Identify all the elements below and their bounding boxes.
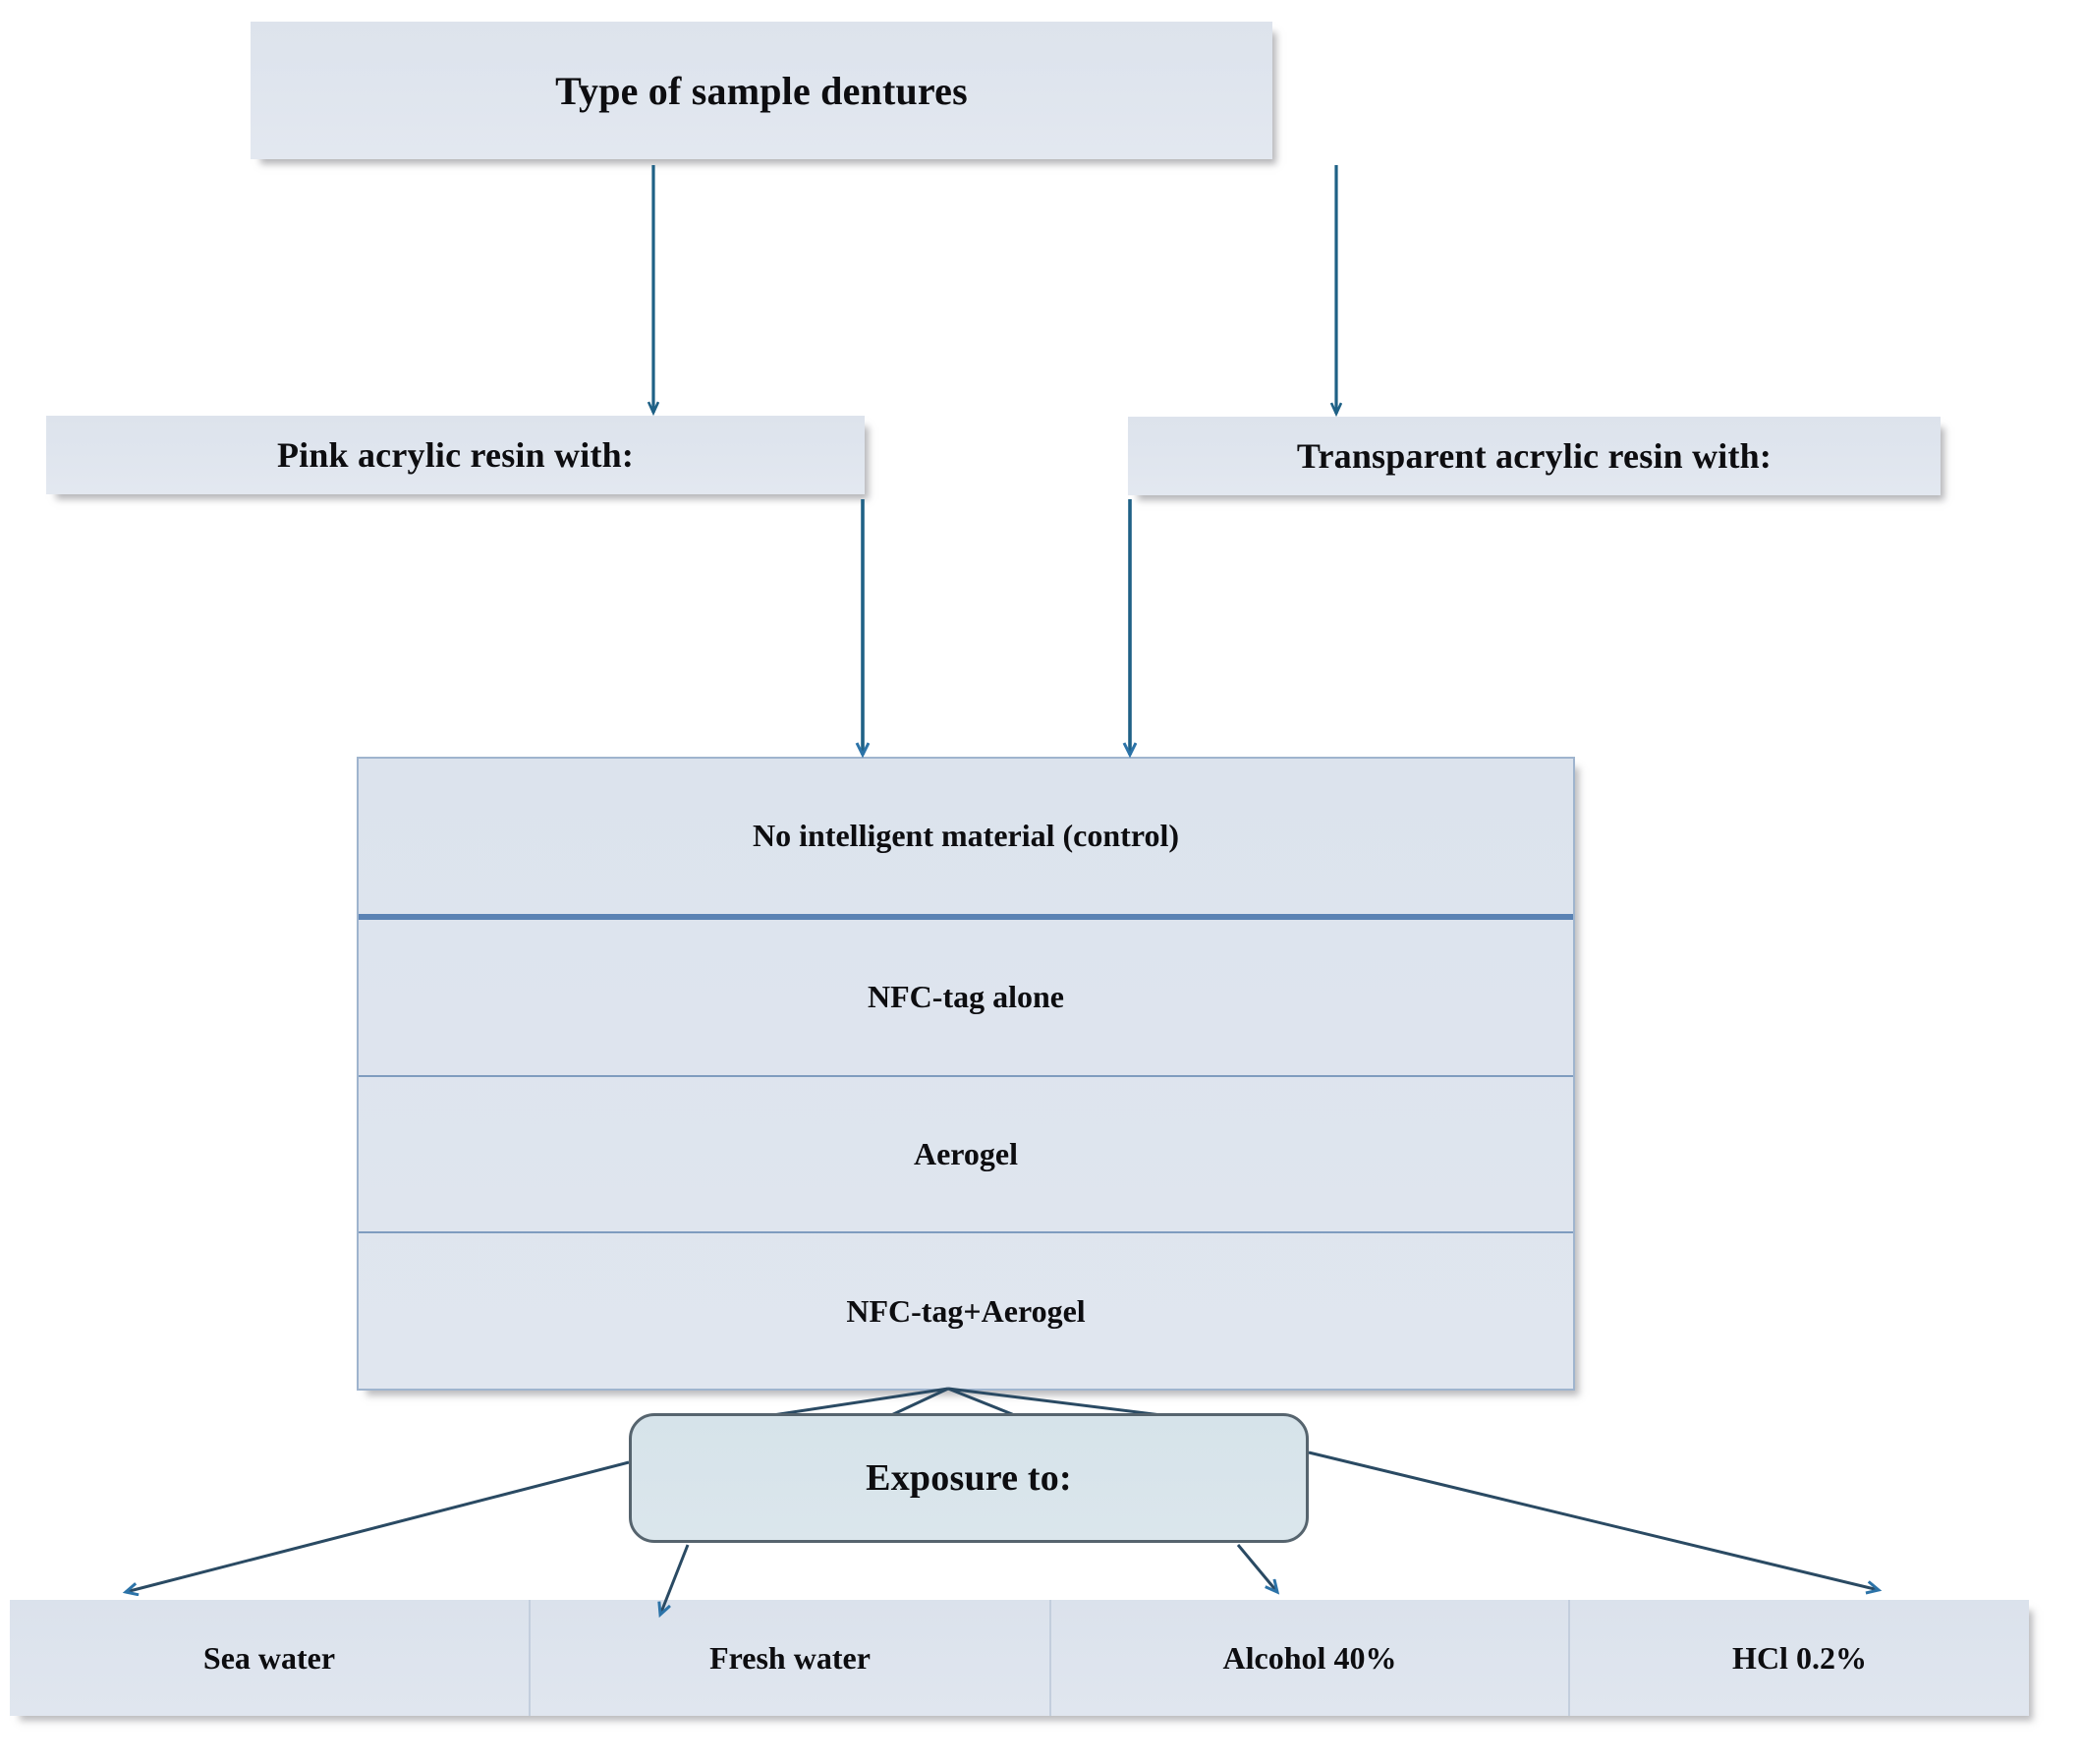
arrow-exposure-to-alcohol	[1236, 1544, 1277, 1592]
material-group-label-1: NFC-tag alone	[868, 979, 1064, 1015]
node-pink-acrylic-resin[interactable]: Pink acrylic resin with:	[46, 416, 865, 494]
title-box-label: Type of sample dentures	[555, 68, 968, 113]
exposure-media-row: Sea water Fresh water Alcohol 40% HCl 0.…	[10, 1600, 2029, 1716]
node-transparent-acrylic-resin[interactable]: Transparent acrylic resin with:	[1128, 417, 1941, 495]
table-row-nfc-tag-alone[interactable]: NFC-tag alone	[359, 920, 1573, 1077]
link-materials-to-exposure-1	[765, 1387, 949, 1418]
link-materials-to-exposure-4	[947, 1387, 1170, 1418]
material-group-label-2: Aerogel	[913, 1135, 1019, 1171]
exposure-cell-fresh-water[interactable]: Fresh water	[531, 1600, 1051, 1716]
exposure-box-label: Exposure to:	[866, 1457, 1072, 1499]
exposure-cell-sea-water[interactable]: Sea water	[10, 1600, 531, 1716]
table-row-aerogel[interactable]: Aerogel	[359, 1077, 1573, 1234]
exposure-cell-hcl[interactable]: HCl 0.2%	[1570, 1600, 2029, 1716]
table-row-control[interactable]: No intelligent material (control)	[359, 759, 1573, 920]
exposure-media-label-2: Alcohol 40%	[1222, 1639, 1397, 1676]
material-group-label-3: NFC-tag+Aerogel	[846, 1292, 1086, 1329]
pink-box-label: Pink acrylic resin with:	[276, 435, 635, 475]
exposure-media-label-3: HCl 0.2%	[1732, 1639, 1867, 1676]
link-materials-to-exposure-3	[947, 1387, 1018, 1418]
material-groups-table: No intelligent material (control) NFC-ta…	[357, 757, 1575, 1391]
exposure-cell-alcohol[interactable]: Alcohol 40%	[1051, 1600, 1570, 1716]
arrow-exposure-to-hcl	[1308, 1451, 1879, 1590]
link-materials-to-exposure-2	[888, 1387, 949, 1418]
table-row-nfc-tag-plus-aerogel[interactable]: NFC-tag+Aerogel	[359, 1233, 1573, 1389]
transparent-box-label: Transparent acrylic resin with:	[1296, 436, 1773, 476]
exposure-media-label-0: Sea water	[202, 1639, 336, 1676]
node-exposure-to[interactable]: Exposure to:	[629, 1413, 1309, 1543]
material-group-label-0: No intelligent material (control)	[753, 818, 1179, 854]
arrow-exposure-to-sea-water	[126, 1460, 630, 1592]
exposure-media-label-1: Fresh water	[709, 1639, 871, 1676]
node-type-of-sample-dentures[interactable]: Type of sample dentures	[251, 22, 1272, 159]
